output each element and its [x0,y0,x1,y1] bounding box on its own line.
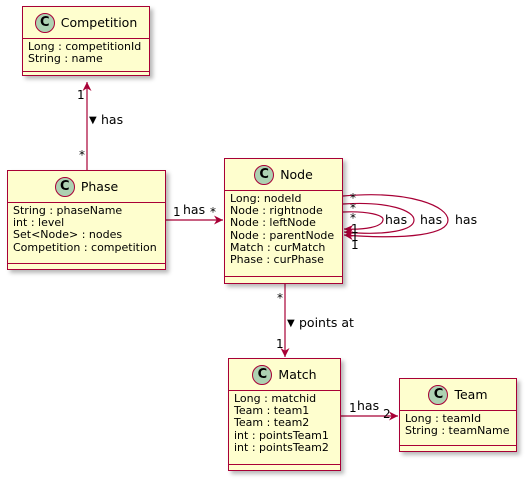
class-match: C Match Long : matchid Team : team1 Team… [228,358,341,471]
class-name: Competition [60,15,138,30]
multiplicity-match-side: 1 [276,337,284,351]
multiplicity-self-to: 1 [351,230,359,244]
attribute: Long : matchid [234,392,317,405]
attribute: int : pointsTeam1 [234,428,329,442]
class-icon: C [428,384,449,405]
attribute: Node : leftNode [230,216,316,230]
class-header: C Phase [8,171,165,203]
attribute: Long : competitionId [28,40,142,53]
class-icon: C [34,12,55,33]
multiplicity-self-from: * [350,211,356,225]
attribute: Team : team2 [234,416,310,430]
class-team: C Team Long : teamId String : teamName [399,378,517,452]
multiplicity-self-to: 1 [351,222,359,236]
multiplicity-match-side: 1 [349,401,357,415]
class-name: Team [454,387,488,402]
attribute-list: Long : teamId String : teamName [400,411,516,437]
class-competition: C Competition Long : competitionId Strin… [22,6,150,76]
relation-label-phase-competition: has [101,112,124,127]
multiplicity-self-to: 1 [351,238,359,252]
edge-node-self-3 [342,194,449,241]
attribute-list: Long : matchid Team : team1 Team : team2… [229,391,340,454]
relation-label-node-match: points at [299,315,354,330]
relation-direction-icon: ▼ [287,318,295,329]
method-divider [229,464,340,465]
attribute: String : phaseName [13,204,123,217]
multiplicity-team-side: 2 [383,407,391,421]
attribute: String : teamName [405,424,510,438]
class-header: C Competition [23,7,149,39]
relation-label-node-self: has [420,212,443,227]
relation-label-match-team: has [357,398,380,413]
multiplicity-node-side: * [277,291,283,305]
class-phase: C Phase String : phaseName int : level S… [7,170,166,270]
relation-label-node-self: has [455,212,478,227]
class-header: C Team [400,379,516,411]
edge-node-self-1 [342,211,384,234]
attribute: Long: nodeId [230,192,302,205]
method-divider [8,263,165,264]
edge-node-self-2 [342,202,415,238]
attribute: Long : teamId [405,412,482,425]
relation-label-node-self: has [385,212,408,227]
attribute: String : name [28,52,103,66]
class-header: C Node [225,159,342,191]
attribute: Set<Node> : nodes [13,228,123,242]
class-name: Match [278,367,317,382]
attribute: int : pointsTeam2 [234,440,329,454]
multiplicity-competition-side: 1 [77,88,85,102]
class-name: Phase [80,179,119,194]
multiplicity-node-side: * [210,205,216,219]
attribute-list: String : phaseName int : level Set<Node>… [8,203,165,254]
class-name: Node [280,167,313,182]
attribute: Match : curMatch [230,240,326,254]
class-icon: C [254,164,275,185]
attribute: Node : rightnode [230,204,323,218]
attribute-list: Long: nodeId Node : rightnode Node : lef… [225,191,342,266]
class-node: C Node Long: nodeId Node : rightnode Nod… [224,158,343,284]
attribute: Phase : curPhase [230,252,324,266]
multiplicity-self-from: * [350,191,356,205]
class-icon: C [54,176,75,197]
attribute: Competition : competition [13,240,157,254]
multiplicity-phase-side: * [79,148,85,162]
method-divider [23,71,149,72]
relation-direction-icon: ▼ [89,115,97,126]
relation-label-phase-node: has [183,202,206,217]
class-header: C Match [229,359,340,391]
attribute: Node : parentNode [230,228,335,242]
attribute: Team : team1 [234,404,310,418]
multiplicity-phase-side: 1 [173,205,181,219]
method-divider [400,445,516,446]
class-icon: C [252,364,273,385]
method-divider [225,276,342,277]
attribute-list: Long : competitionId String : name [23,39,149,65]
attribute: int : level [13,216,65,230]
multiplicity-self-from: * [350,201,356,215]
